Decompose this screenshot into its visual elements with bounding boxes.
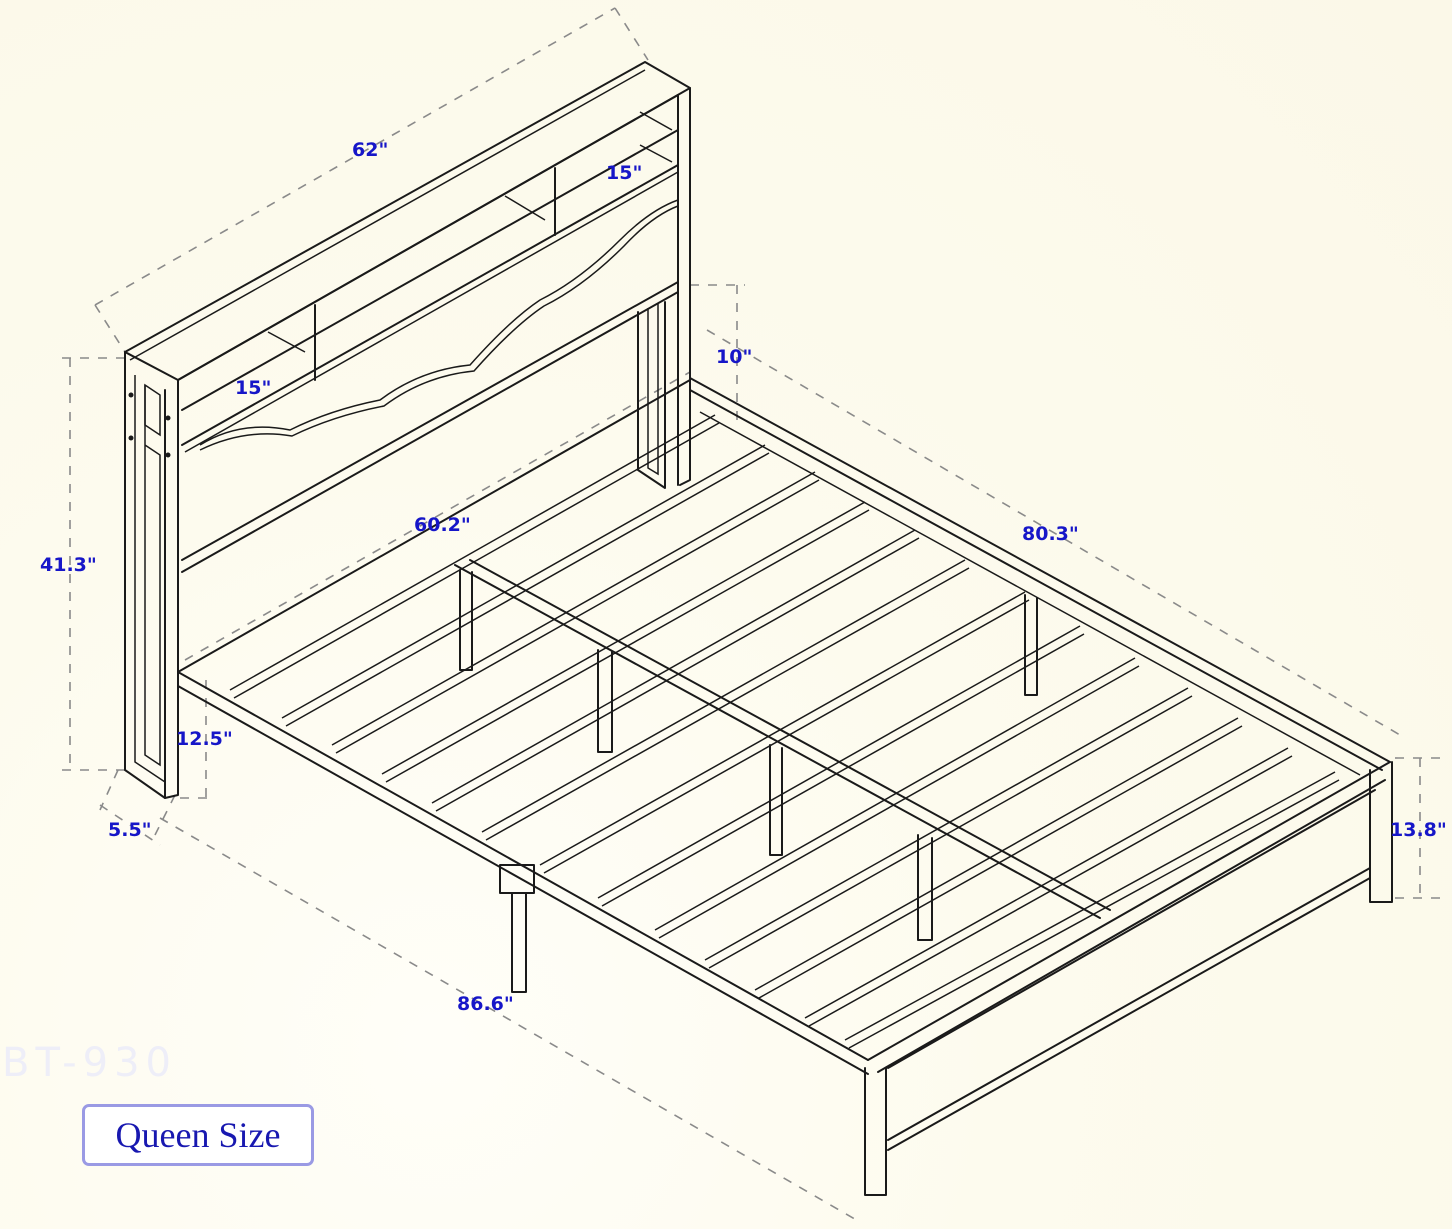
dimension-headboard-width: 62"	[352, 139, 389, 161]
dimension-headboard-rise: 10"	[716, 346, 753, 368]
bed-slats	[229, 414, 1340, 1049]
dimension-under-frame-height: 12.5"	[176, 728, 233, 750]
model-watermark: BT-930	[2, 1040, 177, 1086]
dimension-inner-length: 80.3"	[1022, 523, 1079, 545]
dimension-overall-length: 86.6"	[457, 993, 514, 1015]
dimension-shelf-left-width: 15"	[235, 377, 272, 399]
bed-legs	[459, 569, 1393, 1196]
dimension-headboard-height: 41.3"	[40, 554, 97, 576]
dimension-shelf-right-width: 15"	[606, 162, 643, 184]
dimension-headboard-depth: 5.5"	[108, 819, 152, 841]
dimension-lines	[62, 7, 1440, 1223]
size-badge: Queen Size	[82, 1104, 314, 1166]
dimension-inner-width: 60.2"	[414, 514, 471, 536]
dimension-footboard-height: 13.8"	[1390, 819, 1447, 841]
